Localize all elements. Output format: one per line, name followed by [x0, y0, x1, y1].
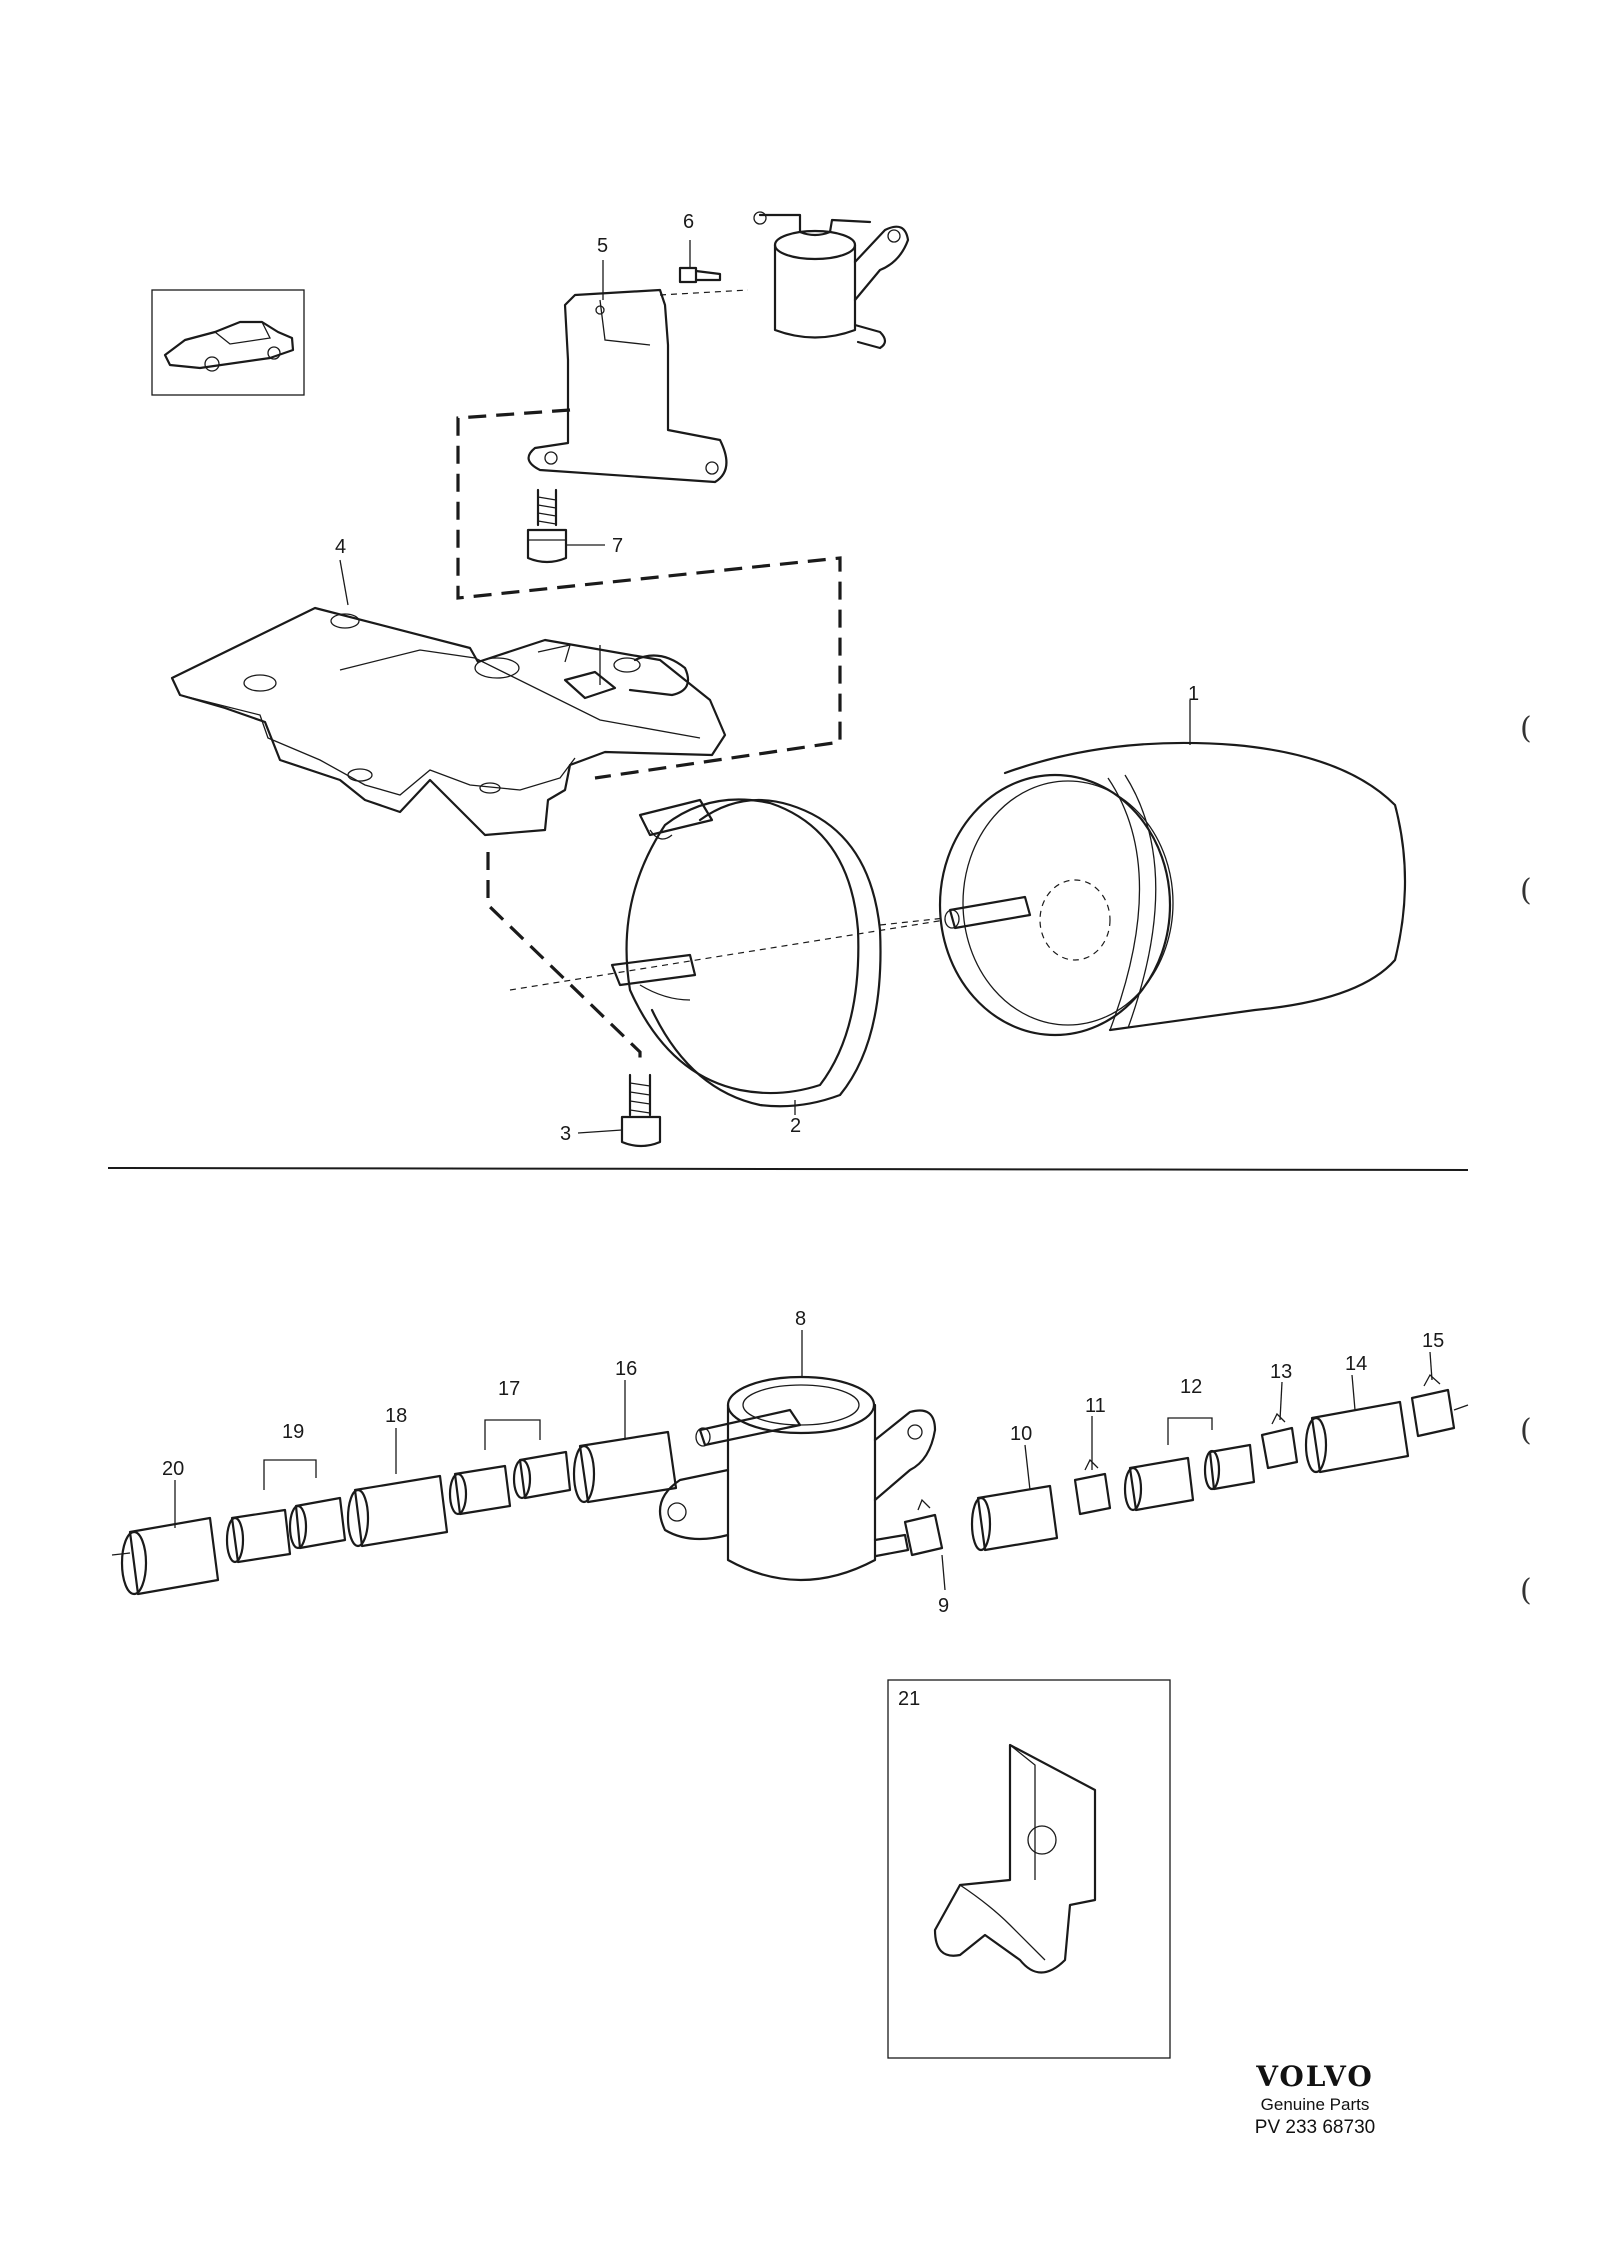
dashed-link-bracket	[456, 408, 842, 780]
diagram-reference: PV 233 68730	[1254, 2117, 1376, 2138]
callout-16: 16	[615, 1358, 637, 1380]
callout-10: 10	[1010, 1423, 1032, 1445]
callout-11: 11	[1085, 1395, 1106, 1417]
margin-mark: (	[1520, 711, 1532, 746]
dashed-link-clamp	[486, 852, 642, 1062]
callout-7: 7	[612, 535, 623, 557]
callout-14: 14	[1345, 1353, 1367, 1375]
fuel-line-parts	[111, 1373, 1469, 1596]
margin-mark: (	[1520, 873, 1532, 908]
callout-6: 6	[683, 211, 694, 233]
inset-21	[887, 1679, 1171, 2059]
callout-21: 21	[898, 1688, 920, 1710]
callout-15: 15	[1422, 1330, 1444, 1352]
margin-mark: (	[1520, 1573, 1532, 1608]
car-thumbnail	[151, 289, 305, 396]
leader-lines	[174, 240, 1433, 1591]
callout-13: 13	[1270, 1361, 1292, 1383]
bracket-5	[527, 288, 749, 484]
dotted-centerline	[509, 919, 946, 991]
callout-3: 3	[560, 1123, 571, 1145]
callout-5: 5	[597, 235, 608, 257]
callout-12: 12	[1180, 1376, 1202, 1398]
callout-2: 2	[790, 1115, 801, 1137]
brand-logo: VOLVO	[1256, 2060, 1374, 2093]
callout-4: 4	[335, 536, 346, 558]
screw-7	[526, 488, 568, 564]
margin-mark: (	[1520, 1413, 1532, 1448]
callout-17: 17	[498, 1378, 520, 1400]
callout-9: 9	[938, 1595, 949, 1617]
callout-8: 8	[795, 1308, 806, 1330]
screw-3	[620, 1073, 662, 1148]
clamp-band-2	[610, 798, 882, 1108]
fuel-filter-1	[879, 741, 1407, 1037]
screw-6	[678, 266, 722, 284]
brand-subtitle: Genuine Parts	[1260, 2095, 1370, 2114]
callout-18: 18	[385, 1405, 407, 1427]
callout-19: 19	[282, 1421, 304, 1443]
mounting-plate-4	[170, 606, 727, 837]
pump-sketch-top	[753, 211, 910, 350]
callout-1: 1	[1188, 683, 1199, 705]
brand-block: VOLVO Genuine Parts PV 233 68730	[1225, 2060, 1405, 2139]
callout-20: 20	[162, 1458, 184, 1480]
section-divider	[107, 1167, 1469, 1171]
